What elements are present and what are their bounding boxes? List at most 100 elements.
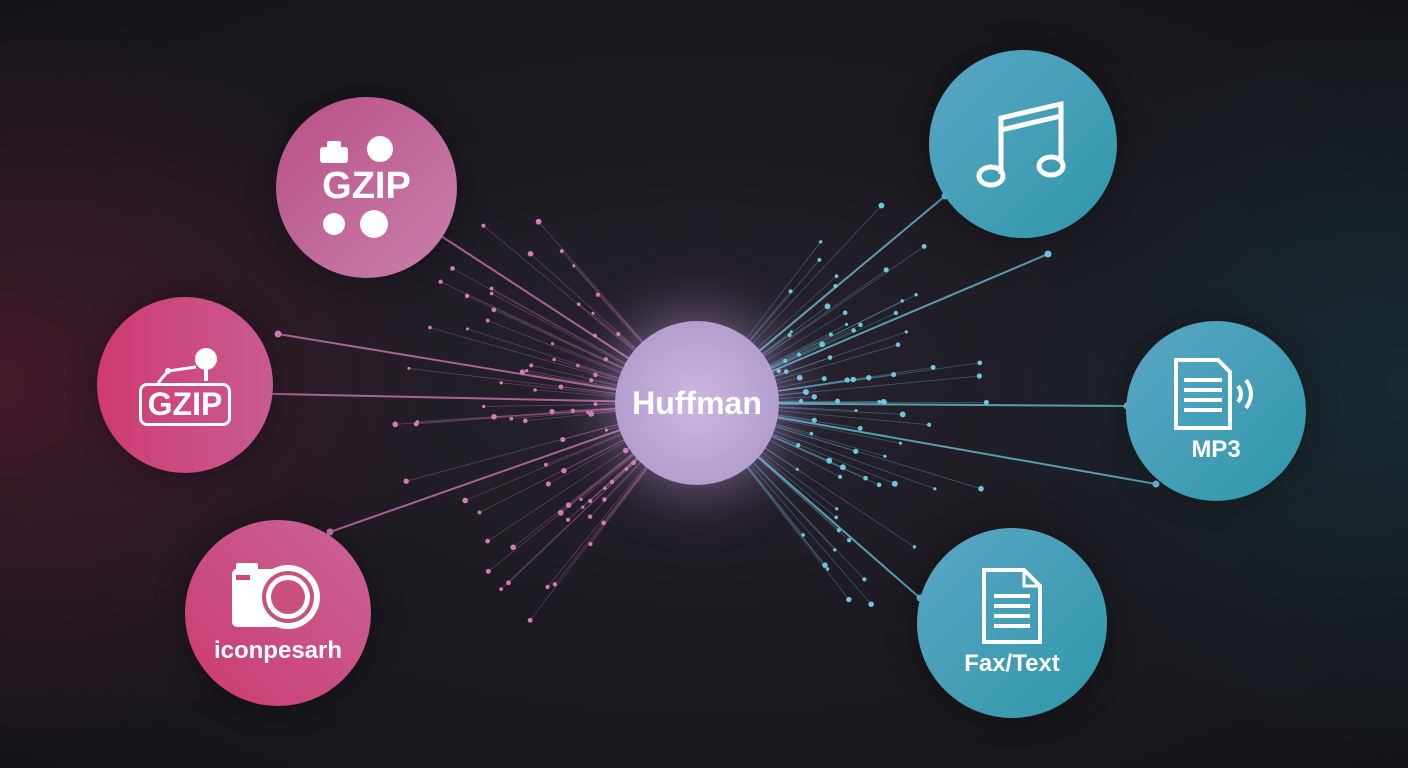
- node-camera[interactable]: iconpesarh: [185, 520, 371, 706]
- center-label: Huffman: [632, 384, 762, 421]
- ray-dot: [572, 264, 576, 268]
- ray-dot: [593, 372, 598, 378]
- ray-dot: [788, 289, 793, 294]
- ray-dot: [857, 425, 863, 431]
- ray-dot: [559, 249, 564, 254]
- ray-dot: [862, 577, 867, 582]
- ray-dot: [838, 474, 843, 479]
- ray-dot: [927, 422, 932, 427]
- ray-dot: [983, 399, 989, 405]
- node-gzip-top[interactable]: GZIP: [276, 97, 457, 278]
- ray-dot: [801, 533, 805, 537]
- ray-dot: [834, 274, 839, 278]
- ray-dot: [465, 327, 469, 331]
- ray-dot: [977, 360, 983, 366]
- ray-dot: [826, 457, 833, 464]
- ray-dot: [527, 617, 533, 623]
- node-gzip-mid[interactable]: GZIP: [97, 297, 273, 473]
- node-fax[interactable]: Fax/Text: [917, 528, 1107, 718]
- ray-dot: [407, 366, 411, 370]
- ray-dot: [576, 302, 581, 307]
- node-music[interactable]: [929, 50, 1117, 238]
- ray-dot: [588, 541, 593, 547]
- ray-dot: [509, 416, 514, 421]
- ray-dot: [819, 240, 823, 244]
- ray-dot: [485, 318, 490, 323]
- ray-dot: [822, 562, 828, 568]
- ray-dot: [828, 332, 833, 337]
- ray-dot: [933, 487, 937, 491]
- ray-dot: [851, 328, 856, 333]
- ray-dot: [898, 441, 903, 445]
- ray-dot: [545, 481, 551, 487]
- ray-dot: [499, 587, 503, 591]
- node-label: Fax/Text: [964, 650, 1060, 677]
- ray-dot: [601, 520, 606, 526]
- ray-dot: [978, 485, 984, 492]
- ray-dot: [560, 436, 566, 443]
- ray-dot: [415, 420, 420, 424]
- ray-dot: [588, 410, 595, 417]
- node-huffman[interactable]: Huffman: [615, 321, 779, 485]
- ray-dot: [552, 357, 556, 362]
- ray-dot: [854, 408, 858, 413]
- node-label: MP3: [1191, 436, 1241, 463]
- ray-dot: [552, 582, 558, 587]
- ray-dot: [796, 443, 801, 448]
- ray-dot: [579, 497, 583, 502]
- ray-dot: [863, 475, 868, 481]
- ray-dot: [581, 505, 585, 509]
- ray-dot: [622, 447, 629, 454]
- ray-dot: [570, 408, 576, 414]
- ray-dot: [795, 467, 799, 471]
- audio-document-icon: [1174, 358, 1253, 430]
- ray-dot: [835, 507, 839, 511]
- ray-dot: [787, 333, 792, 338]
- ray-dot: [914, 293, 918, 297]
- ray-dot: [796, 374, 803, 381]
- ray-dot: [811, 394, 817, 400]
- ray-dot: [529, 363, 534, 368]
- ray-dot: [525, 368, 529, 373]
- ray-dot: [589, 378, 594, 383]
- ray-dot: [783, 369, 789, 375]
- ray-dot: [450, 266, 455, 271]
- ray-dot: [821, 376, 827, 382]
- ray-dot: [912, 545, 917, 549]
- ray-dot: [588, 498, 593, 504]
- ray-dot: [591, 311, 595, 315]
- ray-dot: [491, 307, 497, 313]
- ray-dot: [833, 548, 837, 552]
- document-icon: [982, 568, 1042, 644]
- ray-dot: [489, 291, 494, 296]
- ray-dot: [565, 517, 571, 522]
- ray-dot: [506, 580, 511, 586]
- ray-dot: [499, 381, 504, 385]
- ray-dot: [604, 428, 608, 432]
- music-note-icon: [976, 100, 1066, 188]
- ray-dot: [631, 460, 636, 466]
- ray-dot: [545, 584, 550, 590]
- ray-dot: [609, 479, 615, 485]
- ray-dot: [485, 538, 490, 544]
- node-mp3[interactable]: MP3: [1126, 321, 1306, 501]
- gzip-sign-icon: [156, 347, 217, 384]
- ray-dot: [827, 355, 833, 360]
- ray-dot: [789, 330, 793, 334]
- ray-dot: [527, 250, 534, 257]
- ray-dot: [603, 357, 608, 362]
- ray-dot: [575, 363, 580, 368]
- ray-dot: [489, 286, 494, 291]
- ray-dot: [403, 478, 409, 484]
- ray-dot: [802, 389, 809, 396]
- connector-dot: [1044, 250, 1052, 258]
- ray-dot: [533, 388, 537, 392]
- ray-dot: [878, 202, 885, 209]
- ray-dot: [883, 267, 889, 273]
- ray-dot: [811, 417, 817, 423]
- ray-dot: [485, 568, 491, 574]
- ray-dot: [392, 421, 399, 428]
- ray-dot: [835, 398, 841, 404]
- ray-dot: [883, 454, 887, 458]
- dots-icon: [322, 210, 388, 238]
